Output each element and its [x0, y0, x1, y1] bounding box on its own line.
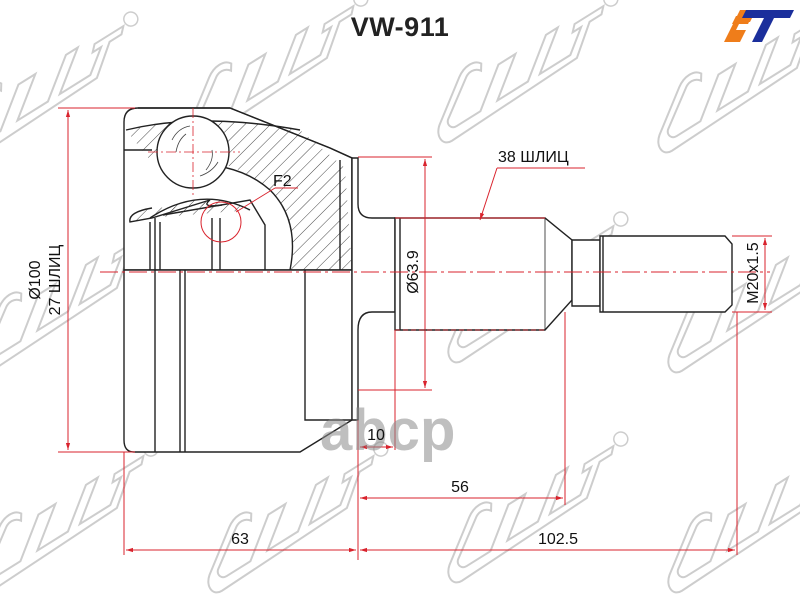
dim-10-label: 10 — [367, 427, 385, 444]
neck — [351, 157, 396, 421]
threaded-stub — [571, 235, 733, 313]
dim-56-label: 56 — [451, 479, 469, 496]
outer-diameter-label: Ø100 — [27, 260, 44, 299]
dim-63-label: 63 — [231, 531, 249, 548]
dimensions — [58, 107, 772, 560]
thread-label: M20x1.5 — [745, 242, 762, 303]
at-logo — [724, 10, 794, 42]
detail-f2-label: F2 — [273, 173, 292, 190]
outer-splines-label: 27 ШЛИЦ — [47, 244, 64, 315]
outer-housing — [123, 107, 353, 271]
shaft-diameter-label: Ø63.9 — [405, 250, 422, 294]
detail-f2-circle — [200, 201, 242, 243]
dim-102-5-label: 102.5 — [538, 531, 578, 548]
abcp-watermark: abcp — [320, 398, 455, 463]
part-number-title: VW-911 — [350, 12, 450, 42]
logo-t-shape — [742, 10, 794, 42]
ball-shading — [171, 125, 219, 177]
inner-splines-label: 38 ШЛИЦ — [498, 149, 569, 166]
outer-housing-lower — [123, 269, 353, 453]
